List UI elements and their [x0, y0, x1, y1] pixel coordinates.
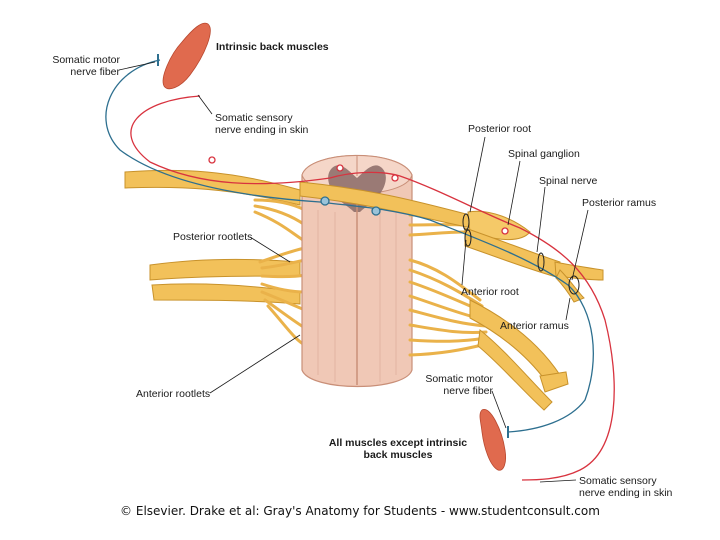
label-posterior-ramus: Posterior ramus [582, 197, 657, 209]
spinal-cord [301, 154, 413, 388]
copyright-credit: © Elsevier. Drake et al: Gray's Anatomy … [120, 504, 600, 518]
left-lower-nerve [151, 283, 301, 305]
label-somatic-sensory-bottom-line2: nerve ending in skin [579, 487, 673, 499]
label-anterior-rootlets: Anterior rootlets [136, 388, 211, 400]
sensory-terminal-right [391, 174, 399, 182]
label-spinal-nerve: Spinal nerve [539, 175, 598, 187]
muscles [162, 22, 506, 471]
motor-fiber-top [105, 59, 594, 433]
label-somatic-motor-top-line1: Somatic motor [52, 54, 120, 66]
label-somatic-motor-top-line2: nerve fiber [70, 66, 120, 78]
limb-muscle [479, 409, 506, 471]
nerve-fibers [105, 54, 615, 481]
label-posterior-root: Posterior root [468, 123, 532, 135]
sensory-neuron-body-left [208, 156, 216, 164]
label-somatic-motor-bottom: Somatic motor nerve fiber [398, 373, 493, 397]
motor-neuron-right [371, 206, 381, 216]
sensory-fiber-top [130, 95, 615, 481]
label-somatic-sensory-top-line1: Somatic sensory [215, 112, 293, 124]
label-somatic-motor-bottom-line2: nerve fiber [443, 385, 493, 397]
label-spinal-ganglion: Spinal ganglion [508, 148, 580, 160]
sensory-terminal-left [336, 164, 344, 172]
label-somatic-motor-top: Somatic motor nerve fiber [32, 54, 120, 78]
intrinsic-back-muscle [162, 22, 211, 90]
label-all-muscles-line2: back muscles [363, 449, 433, 461]
leader-lines [118, 61, 589, 483]
label-all-muscles: All muscles except intrinsic back muscle… [318, 437, 478, 461]
label-somatic-sensory-bottom: Somatic sensory nerve ending in skin [579, 475, 672, 499]
label-posterior-rootlets: Posterior rootlets [173, 231, 253, 243]
motor-neuron-left [320, 196, 330, 206]
label-intrinsic-back-muscles: Intrinsic back muscles [216, 41, 329, 53]
sensory-neuron-body-ganglion [501, 227, 509, 235]
label-anterior-root: Anterior root [461, 286, 519, 298]
section-rings [462, 213, 580, 295]
label-all-muscles-line1: All muscles except intrinsic [328, 437, 468, 449]
label-somatic-sensory-top: Somatic sensory nerve ending in skin [215, 112, 308, 136]
label-anterior-ramus: Anterior ramus [500, 320, 569, 332]
label-somatic-sensory-bottom-line1: Somatic sensory [579, 475, 657, 487]
label-somatic-sensory-top-line2: nerve ending in skin [215, 124, 309, 136]
right-lower-nerve [469, 299, 569, 411]
label-somatic-motor-bottom-line1: Somatic motor [425, 373, 493, 385]
